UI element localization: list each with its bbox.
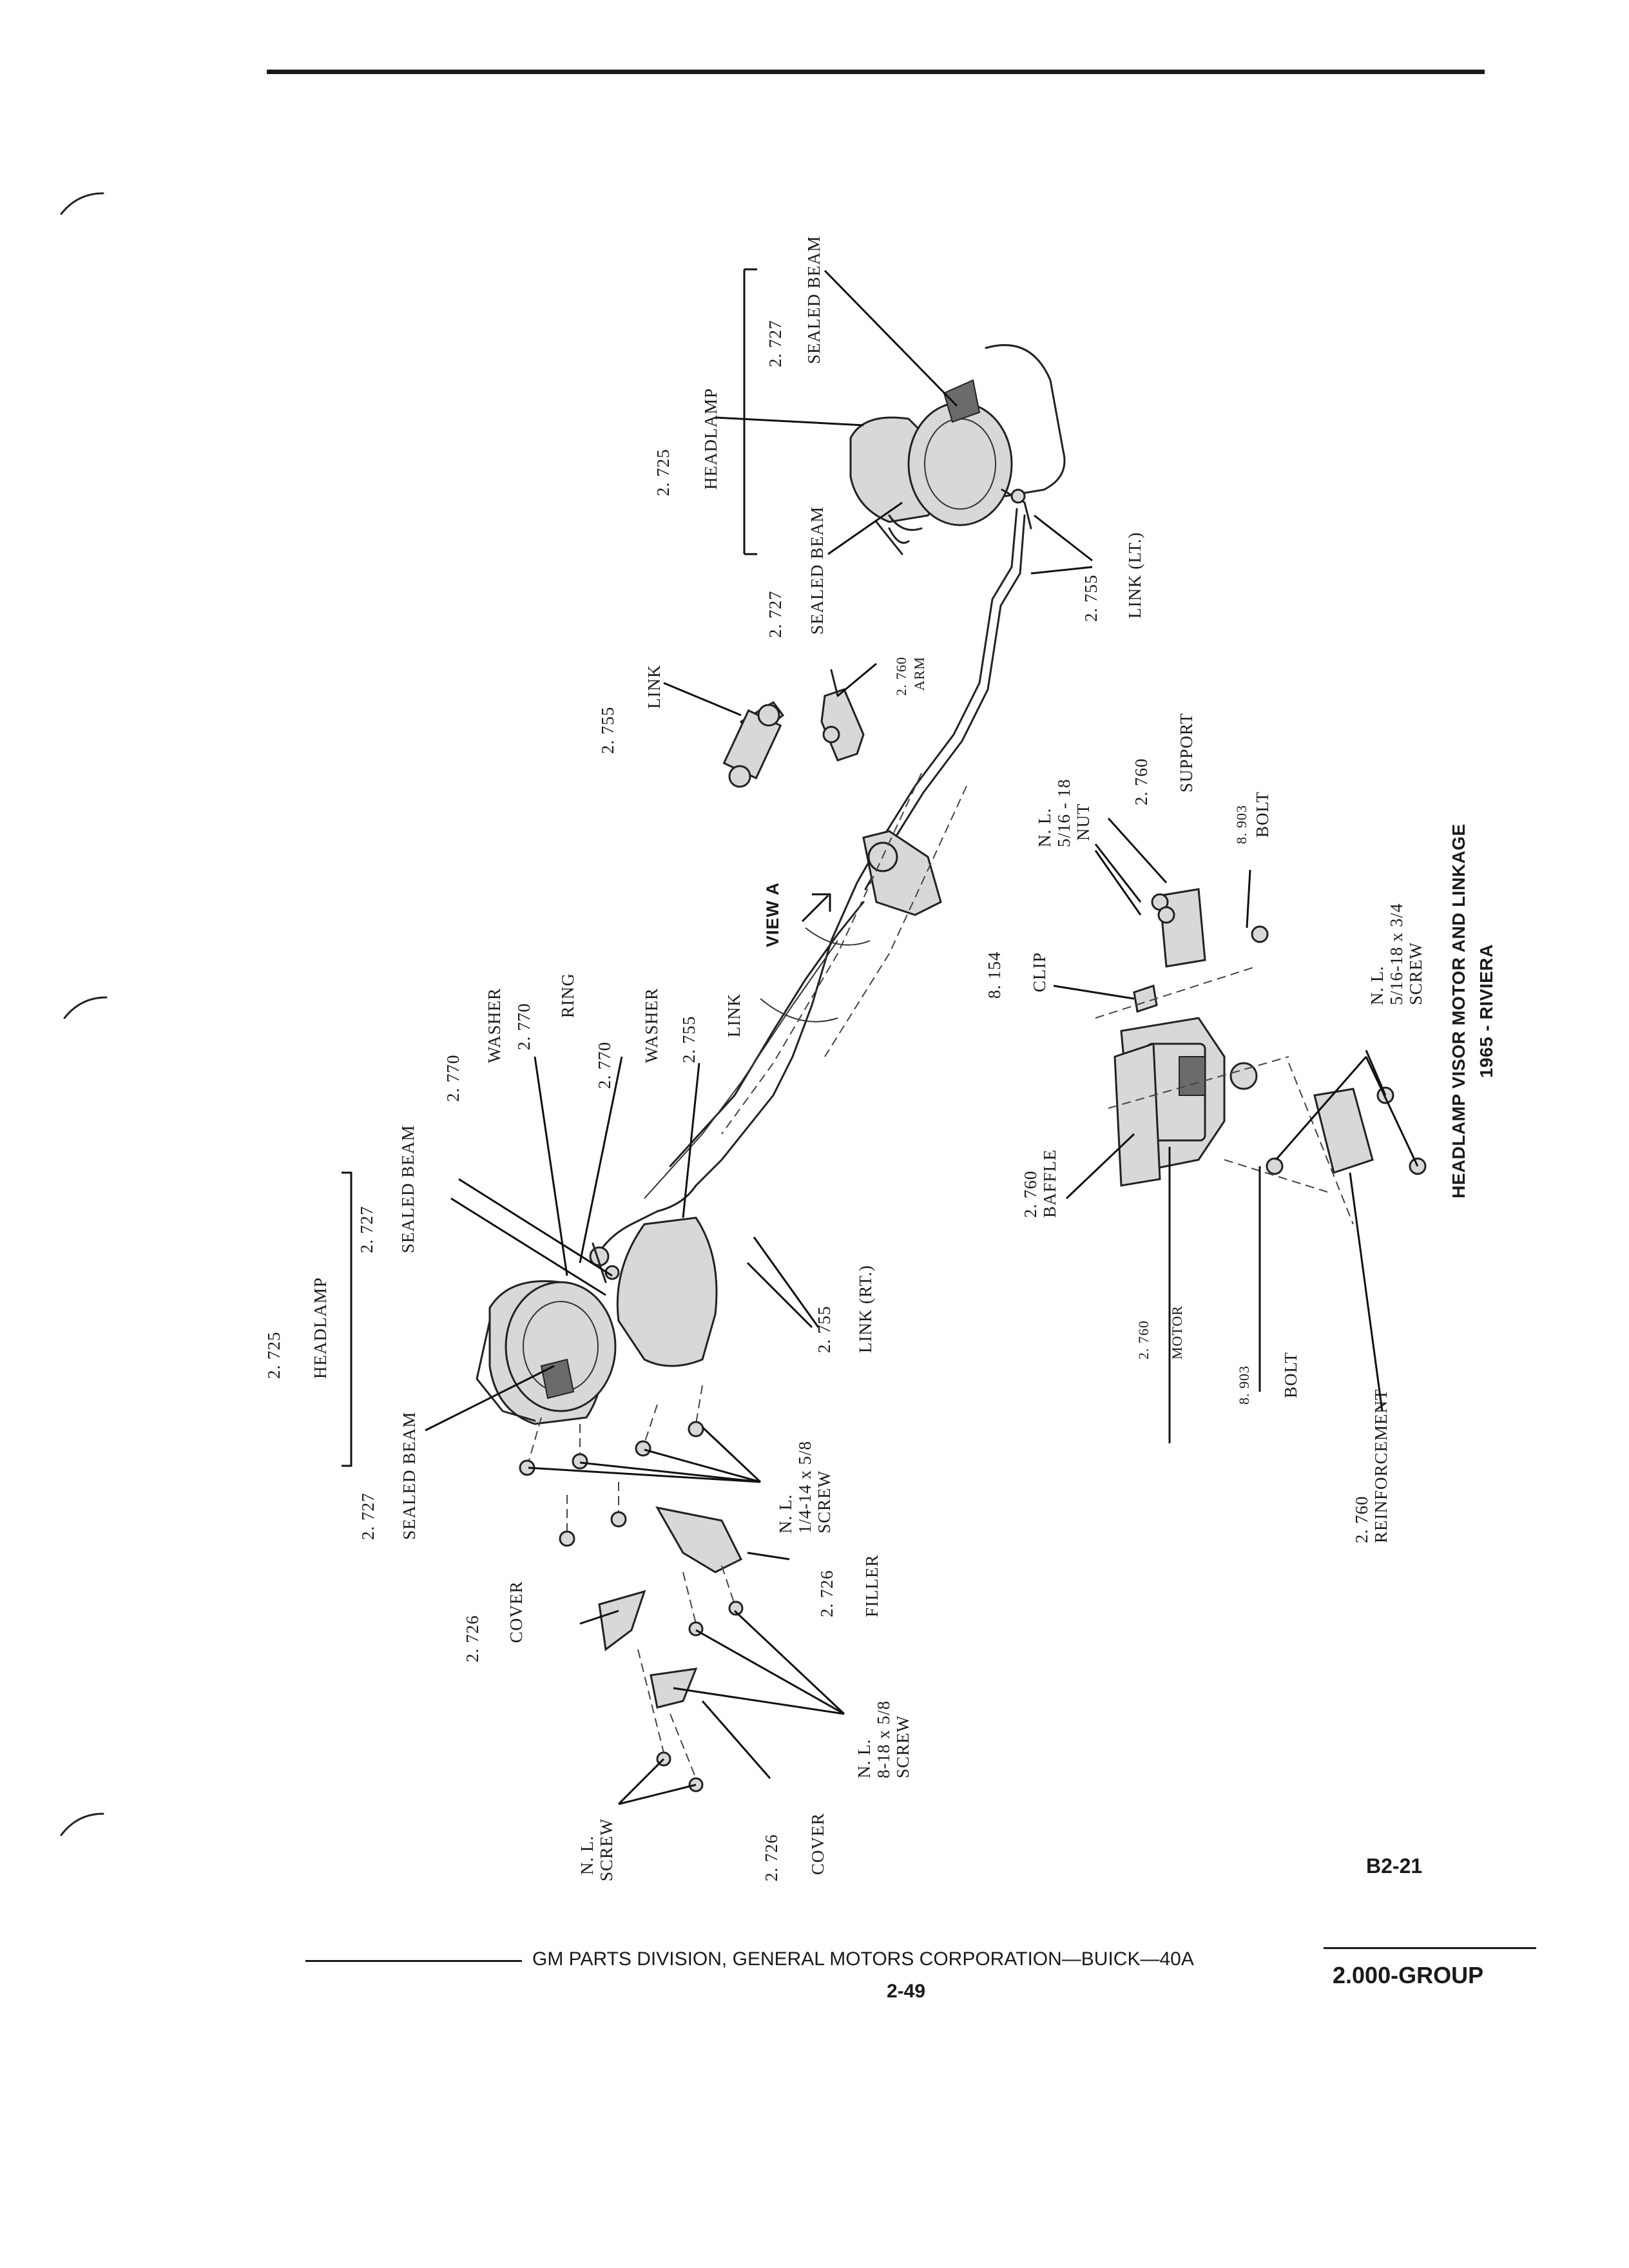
callout-filler-num: 2. 726	[817, 1570, 836, 1618]
callout-link-mid: LINK	[724, 993, 744, 1037]
callout-screw516: SCREW	[1406, 941, 1425, 1005]
callout-washer2-num: 2. 770	[595, 1041, 614, 1090]
callout-cover1-num: 2. 726	[463, 1615, 482, 1663]
callout-reinf: REINFORCEMENT	[1371, 1389, 1391, 1543]
callout-screw-nl: N. L.	[577, 1835, 597, 1875]
callout-nut-nl: N. L.	[1035, 807, 1054, 847]
footer-rule-left	[305, 1960, 522, 1962]
footer-rule-right	[1324, 1947, 1536, 1949]
callout-arm: ARM	[911, 656, 927, 691]
callout-screw14-nl: N. L.	[776, 1494, 795, 1533]
motor-assembly	[1095, 888, 1427, 1225]
callout-lt-headlamp: HEADLAMP	[701, 387, 720, 490]
callout-link-view-num: 2. 755	[598, 706, 617, 754]
callout-washer1-num: 2. 770	[443, 1054, 463, 1102]
callout-link-view: LINK	[644, 664, 664, 709]
callout-lt-2727-top: 2. 727	[766, 320, 785, 368]
callout-link-rt: LINK (RT.)	[856, 1265, 875, 1353]
callout-baffle: BAFFLE	[1040, 1149, 1059, 1218]
callout-filler: FILLER	[862, 1554, 882, 1618]
callout-clip-num: 8. 154	[985, 951, 1004, 999]
callout-screw516-nl: N. L.	[1367, 965, 1387, 1005]
callout-screw14-size: 1/4-14 x 5/8	[795, 1441, 815, 1533]
callout-view-a: VIEW A	[763, 881, 782, 947]
header-rule	[267, 70, 1485, 74]
callout-link-lt: LINK (LT.)	[1125, 532, 1144, 619]
callout-baffle-num: 2. 760	[1021, 1170, 1040, 1218]
callout-motor-num: 2. 760	[1135, 1320, 1152, 1360]
callout-washer1: WASHER	[485, 987, 504, 1063]
callout-rt-2727-bot: 2. 727	[358, 1492, 378, 1541]
figure-id: B2-21	[1366, 1854, 1423, 1878]
callout-lt-2725: 2. 725	[653, 448, 673, 497]
view-a-arrow	[801, 893, 831, 923]
callout-screw516-size: 5/16-18 x 3/4	[1387, 903, 1406, 1006]
filler-and-covers	[598, 1506, 744, 1792]
callout-rt-sealed-beam-bot: SEALED BEAM	[400, 1411, 419, 1540]
callout-screw818: SCREW	[893, 1715, 912, 1778]
callout-bolt-bot: BOLT	[1281, 1351, 1300, 1398]
callout-motor: MOTOR	[1169, 1305, 1185, 1360]
callout-lt-sealed-beam-bot: SEALED BEAM	[807, 506, 827, 635]
callout-support-num: 2. 760	[1132, 758, 1151, 806]
callout-reinf-num: 2. 760	[1352, 1495, 1371, 1544]
callout-cover2: COVER	[808, 1812, 827, 1875]
callout-screw: SCREW	[597, 1818, 616, 1881]
callout-screw818-size: 8-18 x 5/8	[874, 1700, 893, 1778]
callout-washer2: WASHER	[642, 987, 661, 1063]
callout-ring: RING	[558, 973, 577, 1018]
callout-rt-sealed-beam-top: SEALED BEAM	[398, 1124, 418, 1253]
callout-support: SUPPORT	[1177, 713, 1196, 793]
callout-screw14: SCREW	[815, 1470, 834, 1533]
figure-title-line1: HEADLAMP VISOR MOTOR AND LINKAGE	[1449, 823, 1469, 1198]
callout-clip: CLIP	[1030, 952, 1049, 992]
callout-nut: NUT	[1074, 803, 1093, 841]
page-number: 2-49	[887, 1981, 926, 2002]
callout-cover1: COVER	[506, 1581, 526, 1643]
callout-rt-2727-top: 2. 727	[357, 1206, 376, 1254]
callout-cover2-num: 2. 726	[762, 1834, 781, 1882]
callout-bolt-top: BOLT	[1253, 791, 1272, 838]
center-linkage	[592, 773, 967, 1264]
left-headlamp-assembly	[849, 344, 1066, 555]
callout-rt-headlamp: HEADLAMP	[311, 1276, 330, 1379]
callout-bolt-bot-num: 8. 903	[1236, 1365, 1252, 1405]
callout-nut-size: 5/16 - 18	[1054, 778, 1074, 848]
right-headlamp-assembly	[476, 1216, 718, 1425]
footer-text: GM PARTS DIVISION, GENERAL MOTORS CORPOR…	[532, 1948, 1194, 1970]
callout-lt-sealed-beam-top: SEALED BEAM	[804, 235, 824, 364]
callout-link-mid-num: 2. 755	[679, 1015, 699, 1064]
figure-title: HEADLAMP VISOR MOTOR AND LINKAGE 1965 - …	[1445, 823, 1501, 1198]
callout-lt-2727-bot: 2. 727	[766, 590, 785, 639]
callout-link-lt-num: 2. 755	[1081, 574, 1101, 622]
callout-link-rt-num: 2. 755	[815, 1305, 834, 1354]
callout-screw818-nl: N. L.	[854, 1738, 874, 1778]
callout-arm-num: 2. 760	[893, 657, 909, 696]
callout-ring-num: 2. 770	[514, 1003, 534, 1051]
group-label: 2.000-GROUP	[1333, 1962, 1484, 1988]
view-a-detail	[722, 669, 865, 788]
callout-bolt-top-num: 8. 903	[1233, 805, 1249, 844]
figure-title-line2: 1965 - RIVIERA	[1476, 944, 1497, 1079]
leader-lines	[342, 268, 1419, 1805]
callout-rt-2725: 2. 725	[264, 1331, 284, 1379]
